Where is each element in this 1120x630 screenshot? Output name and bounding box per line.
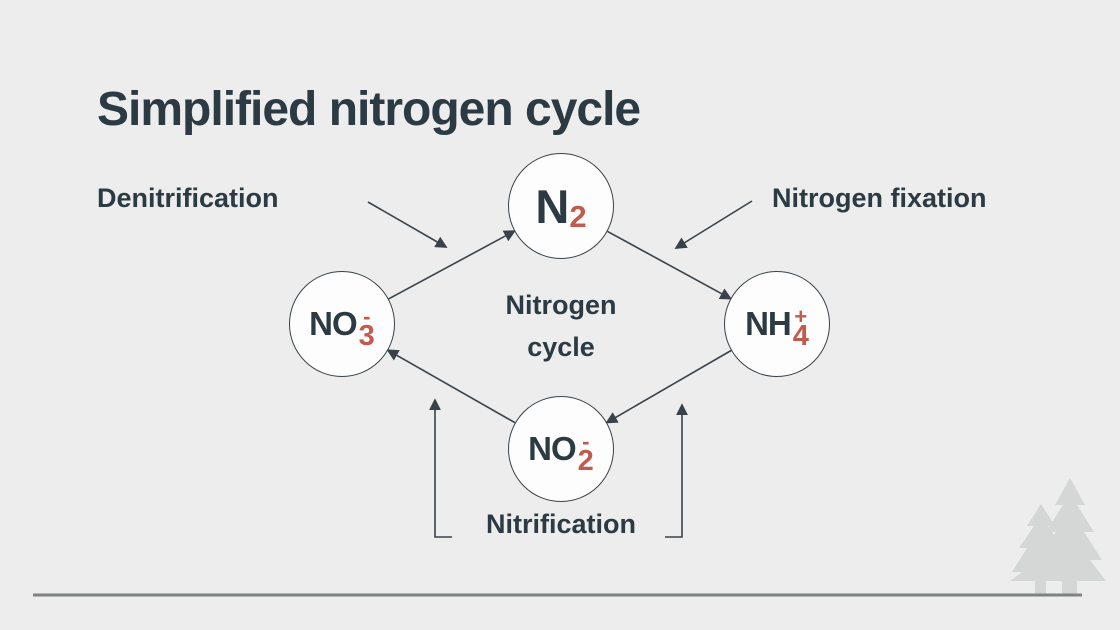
formula-stack: - 3 xyxy=(358,304,375,353)
pine-tree-small-trunk xyxy=(1035,580,1046,595)
formula-subscript: 4 xyxy=(792,320,809,353)
formula-superscript: - xyxy=(582,429,590,455)
label-denitrification: Denitrification xyxy=(97,183,279,213)
node-no3: NO - 3 xyxy=(289,271,395,377)
node-nh4: NH + 4 xyxy=(724,271,830,377)
cycle-center-label-line2: cycle xyxy=(527,332,595,362)
cycle-center-label-line1: Nitrogen xyxy=(505,290,617,320)
arrow-n2-to-nh4 xyxy=(607,230,733,300)
formula-superscript: + xyxy=(794,304,808,330)
node-no2: NO - 2 xyxy=(508,396,614,502)
pine-tree-large xyxy=(1034,478,1106,581)
formula-superscript: - xyxy=(363,304,371,330)
nitrogen-fixation-pointer-arrow xyxy=(674,200,753,249)
formula-no3: NO - 3 xyxy=(309,304,375,351)
nitrification-bracket-right-arrow xyxy=(665,403,688,538)
formula-subscript: 3 xyxy=(358,320,375,353)
arrow-no2-to-no3 xyxy=(386,349,516,424)
formula-stack: 2 xyxy=(569,199,587,235)
pine-tree-small xyxy=(1010,504,1072,581)
formula-nh4: NH + 4 xyxy=(745,304,809,351)
formula-main: NO xyxy=(528,430,576,468)
formula-subscript: 2 xyxy=(577,445,594,478)
node-n2: N 2 xyxy=(508,153,614,259)
formula-stack: + 4 xyxy=(792,304,809,353)
formula-no2: NO - 2 xyxy=(528,429,594,476)
pine-tree-large-trunk xyxy=(1062,580,1077,595)
formula-stack: - 2 xyxy=(577,429,594,478)
formula-main: NH xyxy=(745,305,792,343)
page-title: Simplified nitrogen cycle xyxy=(97,83,641,137)
formula-subscript: 2 xyxy=(569,199,587,235)
denitrification-pointer-arrow xyxy=(367,201,448,248)
arrow-nh4-to-no2 xyxy=(605,349,732,424)
label-nitrogen-fixation: Nitrogen fixation xyxy=(772,183,987,213)
pine-trees-icon xyxy=(1010,478,1106,595)
formula-main: N xyxy=(535,179,569,233)
arrow-no3-to-n2 xyxy=(388,230,516,300)
nitrification-bracket-left-arrow xyxy=(429,398,452,538)
cycle-center-label: Nitrogen cycle xyxy=(506,284,617,368)
label-nitrification: Nitrification xyxy=(485,509,637,539)
formula-n2: N 2 xyxy=(535,179,587,235)
formula-main: NO xyxy=(309,305,357,343)
